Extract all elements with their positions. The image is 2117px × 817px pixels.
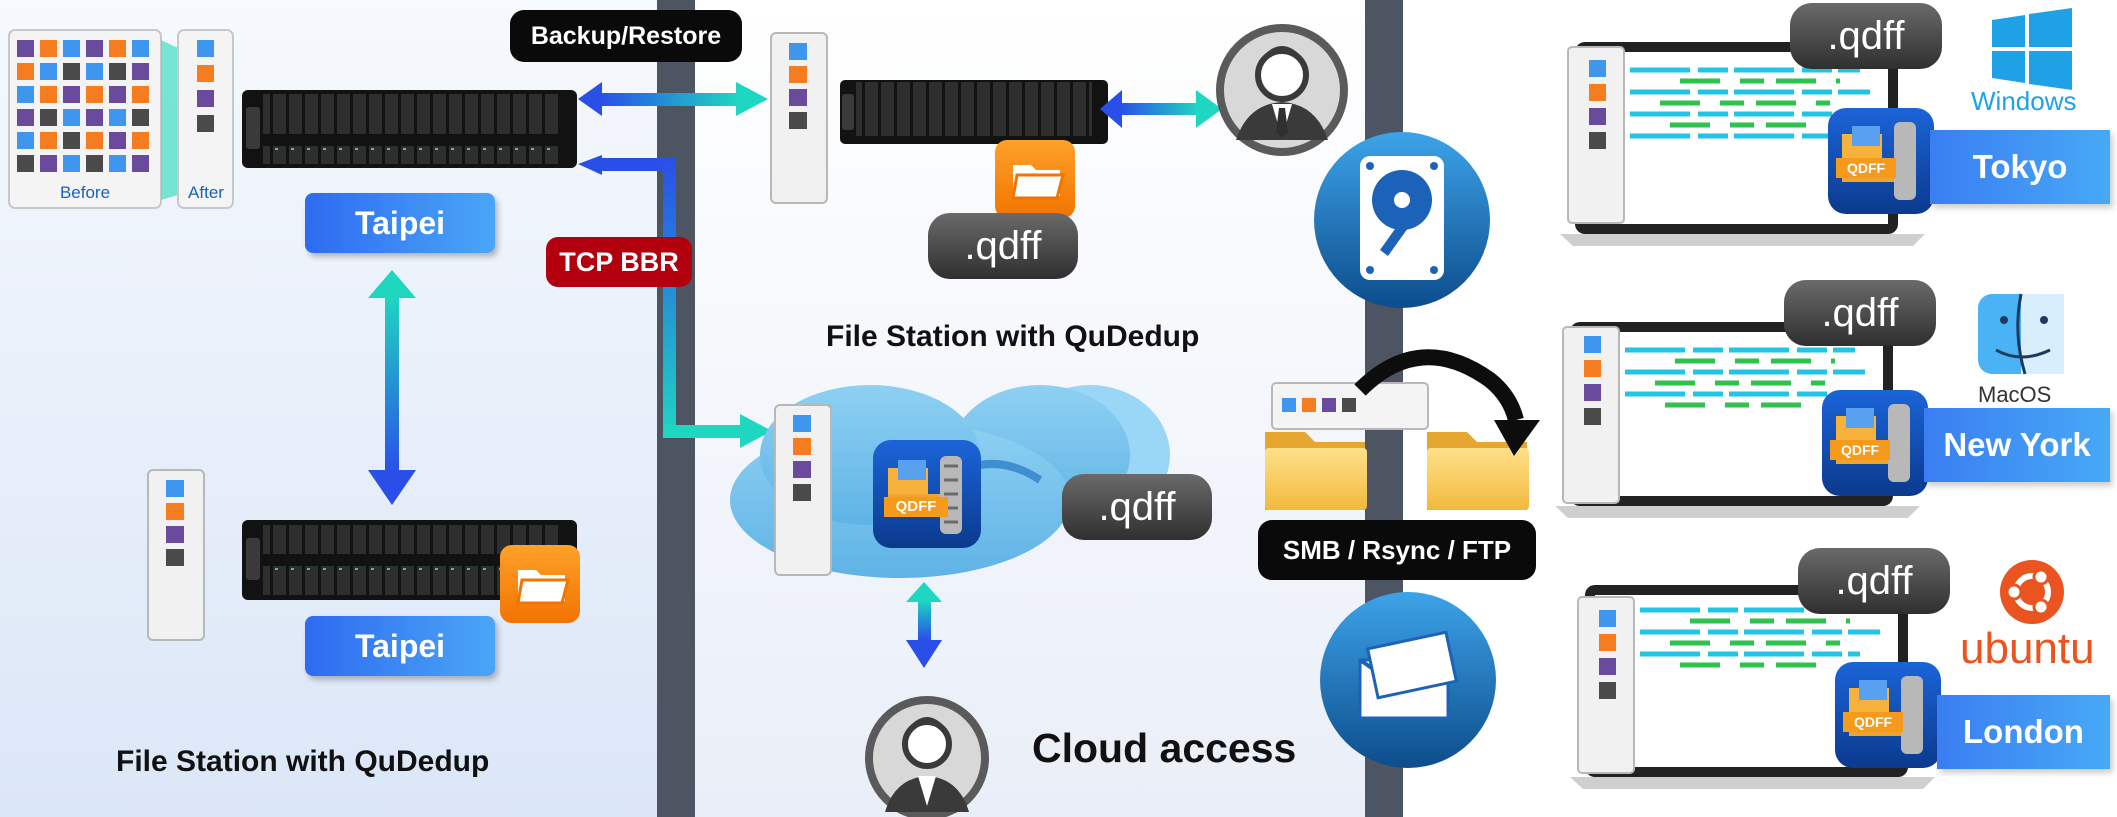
divider-left [657,0,695,817]
left-panel [0,0,657,817]
cloud-access-caption: Cloud access [1032,725,1297,771]
qdff-app-label-tokyo: QDFF [1836,158,1896,178]
protocols-label: SMB / Rsync / FTP [1258,520,1536,580]
middle-panel [695,0,1365,817]
qdff-app-label-new-york: QDFF [1830,440,1890,460]
file-tag-nas: .qdff [928,213,1078,279]
site-label-taipei-top: Taipei [305,193,495,253]
os-label-ubuntu: ubuntu [1960,624,2095,673]
middle-caption: File Station with QuDedup [826,320,1200,353]
city-label-tokyo: Tokyo [1930,130,2110,204]
city-label-new-york: New York [1924,408,2110,482]
backup-restore-label: Backup/Restore [510,10,742,62]
tcp-bbr-label: TCP BBR [546,237,692,287]
file-tag-cloud: .qdff [1062,474,1212,540]
os-label-windows: Windows [1971,86,2077,116]
site-label-taipei-bottom: Taipei [305,616,495,676]
file-tag-new-york: .qdff [1784,280,1936,346]
divider-right [1365,0,1403,817]
qdff-app-label-cloud: QDFF [884,497,948,517]
file-tag-tokyo: .qdff [1790,3,1942,69]
city-label-london: London [1937,695,2110,769]
left-caption: File Station with QuDedup [116,745,490,778]
before-label: Before [59,183,111,202]
os-label-macos: MacOS [1978,382,2052,407]
file-tag-london: .qdff [1798,548,1950,614]
qdff-app-label-london: QDFF [1843,712,1903,732]
after-label: After [188,183,224,202]
